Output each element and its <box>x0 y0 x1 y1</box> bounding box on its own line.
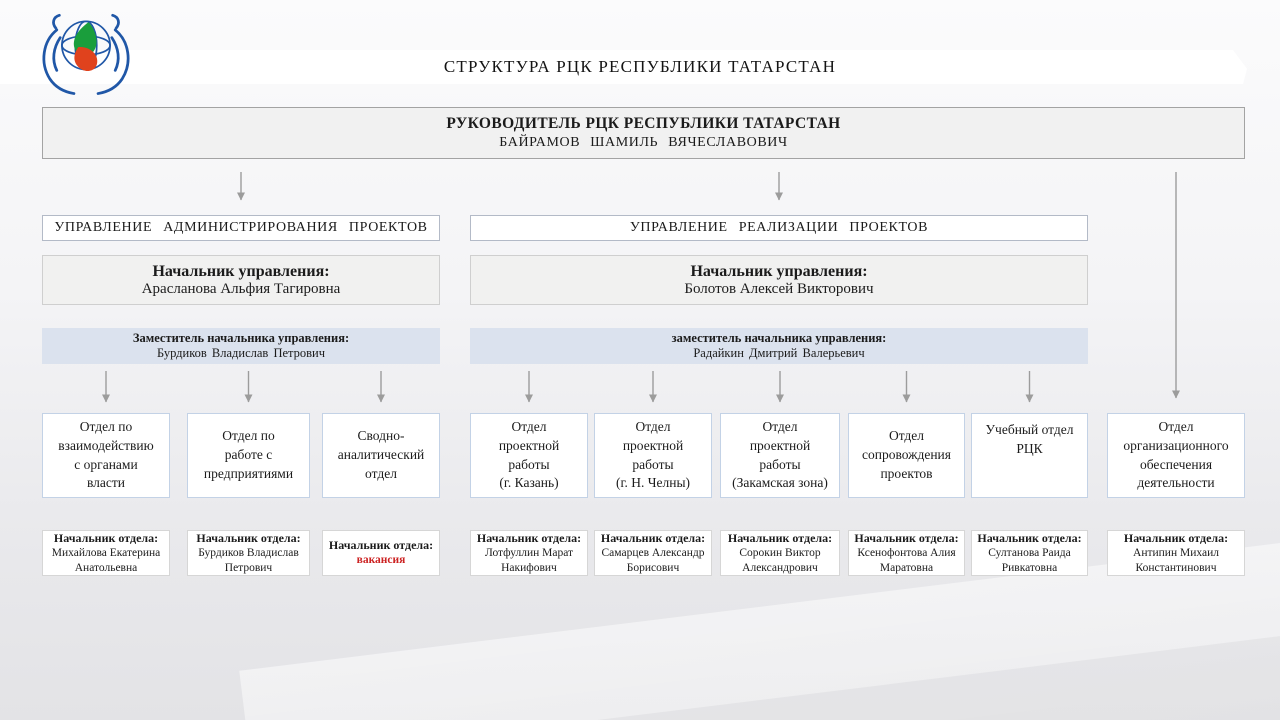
department-box: Отдел по взаимодействию с органами власт… <box>42 413 170 498</box>
department-box: Отдел сопровождения проектов <box>848 413 965 498</box>
division-head-name: Арасланова Альфия Тагировна <box>141 280 341 297</box>
department-title: Отдел по работе с предприятиями <box>203 428 294 481</box>
department-chief-box: Начальник отдела: Самарцев Александр Бор… <box>594 530 712 576</box>
chief-label: Начальник отдела: <box>476 531 582 546</box>
chief-name: Антипин Михаил Константинович <box>1133 547 1219 574</box>
leader-name: БАЙРАМОВ ШАМИЛЬ ВЯЧЕСЛАВОВИЧ <box>499 135 788 150</box>
department-box: Отдел проектной работы (г. Казань) <box>470 413 588 498</box>
background-swoosh <box>465 602 1280 720</box>
department-title: Учебный отдел РЦК <box>985 422 1074 456</box>
department-chief-box: Начальник отдела: Сорокин Виктор Алексан… <box>720 530 840 576</box>
header-band <box>0 50 1247 84</box>
chief-name: Сорокин Виктор Александрович <box>739 547 821 574</box>
division-label-administration: УПРАВЛЕНИЕ АДМИНИСТРИРОВАНИЯ ПРОЕКТОВ <box>42 215 440 241</box>
department-box: Отдел проектной работы (г. Н. Челны) <box>594 413 712 498</box>
chief-label: Начальник отдела: <box>854 531 959 546</box>
department-chief-box: Начальник отдела: Антипин Михаил Констан… <box>1107 530 1245 576</box>
division-head-box: Начальник управления: Арасланова Альфия … <box>42 255 440 305</box>
department-chief-box: Начальник отдела: Михайлова Екатерина Ан… <box>42 530 170 576</box>
deputy-box: заместитель начальника управления: Радай… <box>470 328 1088 364</box>
department-chief-box: Начальник отдела: Султанова Раида Ривкат… <box>971 530 1088 576</box>
department-title: Отдел по взаимодействию с органами власт… <box>58 418 154 491</box>
chief-name-vacancy: вакансия <box>356 554 406 567</box>
division-head-role: Начальник управления: <box>690 262 868 280</box>
chief-label: Начальник отдела: <box>727 531 833 546</box>
chief-label: Начальник отдела: <box>328 538 434 553</box>
chief-name: Бурдиков Владислав Петрович <box>198 547 299 574</box>
department-title: Отдел организационного обеспечения деяте… <box>1123 418 1229 491</box>
chief-name: Ксенофонтова Алия Маратовна <box>857 547 956 574</box>
department-box: Отдел по работе с предприятиями <box>187 413 310 498</box>
department-chief-box: Начальник отдела: Лотфуллин Марат Накифо… <box>470 530 588 576</box>
department-box: Учебный отдел РЦК <box>971 413 1088 498</box>
department-box: Отдел проектной работы (Закамская зона) <box>720 413 840 498</box>
department-title: Отдел сопровождения проектов <box>861 428 951 481</box>
leader-title: РУКОВОДИТЕЛЬ РЦК РЕСПУБЛИКИ ТАТАРСТАН <box>446 115 841 132</box>
chief-name: Самарцев Александр Борисович <box>601 547 705 574</box>
department-title: Отдел проектной работы (Закамская зона) <box>732 418 828 491</box>
chief-label: Начальник отдела: <box>600 531 706 546</box>
chief-name: Михайлова Екатерина Анатольевна <box>51 547 161 574</box>
page-title: СТРУКТУРА РЦК РЕСПУБЛИКИ ТАТАРСТАН <box>443 57 837 76</box>
rcc-logo <box>42 13 130 95</box>
department-box: Сводно- аналитический отдел <box>322 413 440 498</box>
division-head-box: Начальник управления: Болотов Алексей Ви… <box>470 255 1088 305</box>
department-chief-box: Начальник отдела: Бурдиков Владислав Пет… <box>187 530 310 576</box>
chief-name: Лотфуллин Марат Накифович <box>484 547 574 574</box>
department-chief-box: Начальник отдела: вакансия <box>322 530 440 576</box>
division-label-implementation: УПРАВЛЕНИЕ РЕАЛИЗАЦИИ ПРОЕКТОВ <box>470 215 1088 241</box>
chief-name: Султанова Раида Ривкатовна <box>988 547 1071 574</box>
chief-label: Начальник отдела: <box>196 531 301 546</box>
chief-label: Начальник отдела: <box>977 531 1082 546</box>
deputy-box: Заместитель начальника управления: Бурди… <box>42 328 440 364</box>
department-title: Отдел проектной работы (г. Н. Челны) <box>615 418 691 491</box>
department-title: Отдел проектной работы (г. Казань) <box>498 418 560 491</box>
department-box: Отдел организационного обеспечения деяте… <box>1107 413 1245 498</box>
department-title: Сводно- аналитический отдел <box>337 428 425 481</box>
deputy-name: Бурдиков Владислав Петрович <box>156 346 326 360</box>
department-chief-box: Начальник отдела: Ксенофонтова Алия Мара… <box>848 530 965 576</box>
deputy-role: Заместитель начальника управления: <box>132 331 350 345</box>
deputy-name: Радайкин Дмитрий Валерьевич <box>693 346 865 360</box>
division-head-role: Начальник управления: <box>152 262 330 280</box>
chief-label: Начальник отдела: <box>53 531 159 546</box>
leader-box: РУКОВОДИТЕЛЬ РЦК РЕСПУБЛИКИ ТАТАРСТАН БА… <box>42 107 1245 159</box>
division-head-name: Болотов Алексей Викторович <box>684 280 874 297</box>
deputy-role: заместитель начальника управления: <box>671 331 887 345</box>
flame-red <box>74 47 98 72</box>
chief-label: Начальник отдела: <box>1123 531 1229 546</box>
